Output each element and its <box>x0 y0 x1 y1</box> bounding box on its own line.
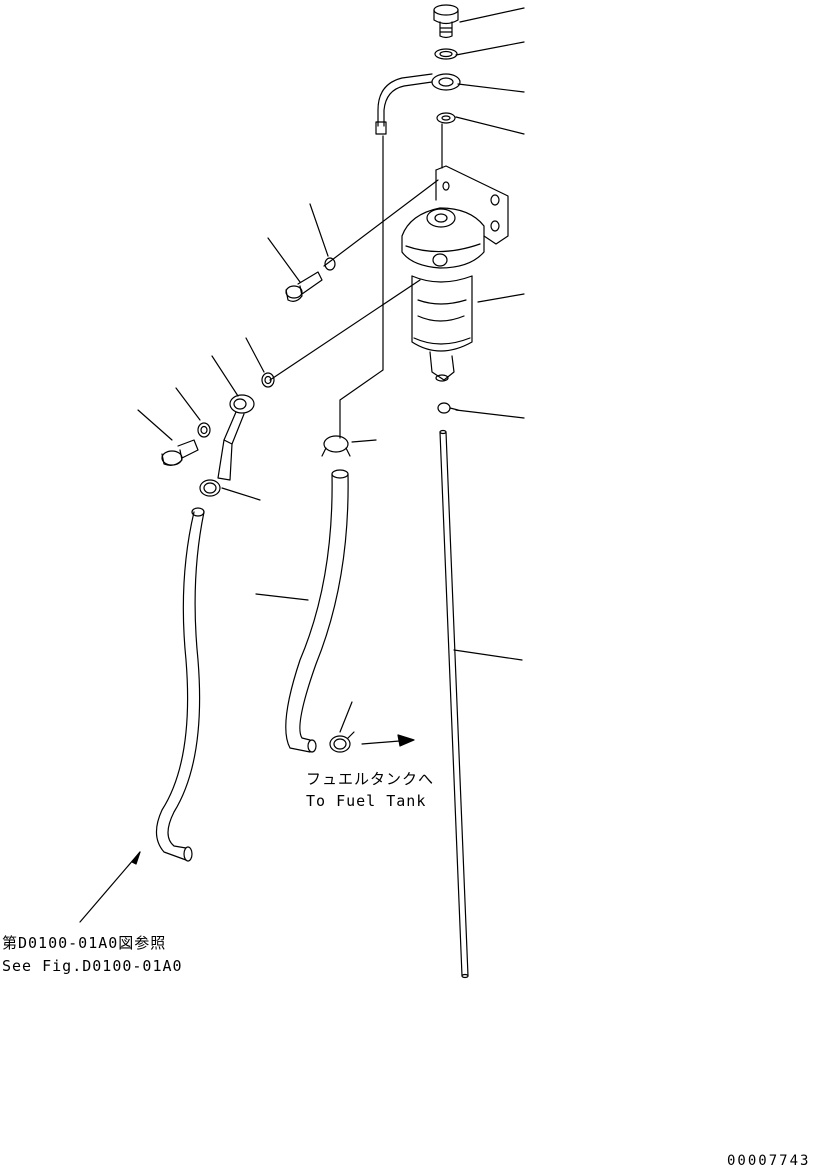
side-washer <box>324 257 336 271</box>
leader-lines <box>79 7 525 923</box>
banjo-fitting <box>375 73 461 135</box>
to-fuel-tank-label-jp: フュエルタンクへ <box>306 770 435 788</box>
see-figure-label-en: See Fig.D0100-01A0 <box>2 957 183 975</box>
long-tube <box>439 429 469 979</box>
to-fuel-tank-label-en: To Fuel Tank <box>306 792 427 810</box>
filter-bowl <box>411 275 473 382</box>
hose-clamp-left <box>199 479 221 497</box>
see-figure-label-jp: 第D0100-01A0図参照 <box>2 934 167 952</box>
lower-washer <box>436 112 456 124</box>
filter-head <box>401 207 485 269</box>
center-clamp <box>321 435 351 457</box>
top-washer <box>434 48 458 60</box>
side-bolt <box>285 271 323 302</box>
side-washer-3 <box>197 422 211 438</box>
bottom-clamp <box>329 731 355 753</box>
side-washer-2 <box>261 372 275 388</box>
left-hose <box>155 507 205 862</box>
side-banjo <box>217 394 255 481</box>
tube-elbow <box>437 402 459 414</box>
bracket <box>435 165 509 245</box>
drawing-number: 00007743 <box>727 1153 811 1169</box>
side-bolt-2 <box>161 439 199 466</box>
center-hose <box>285 469 349 753</box>
top-bolt <box>433 4 459 39</box>
